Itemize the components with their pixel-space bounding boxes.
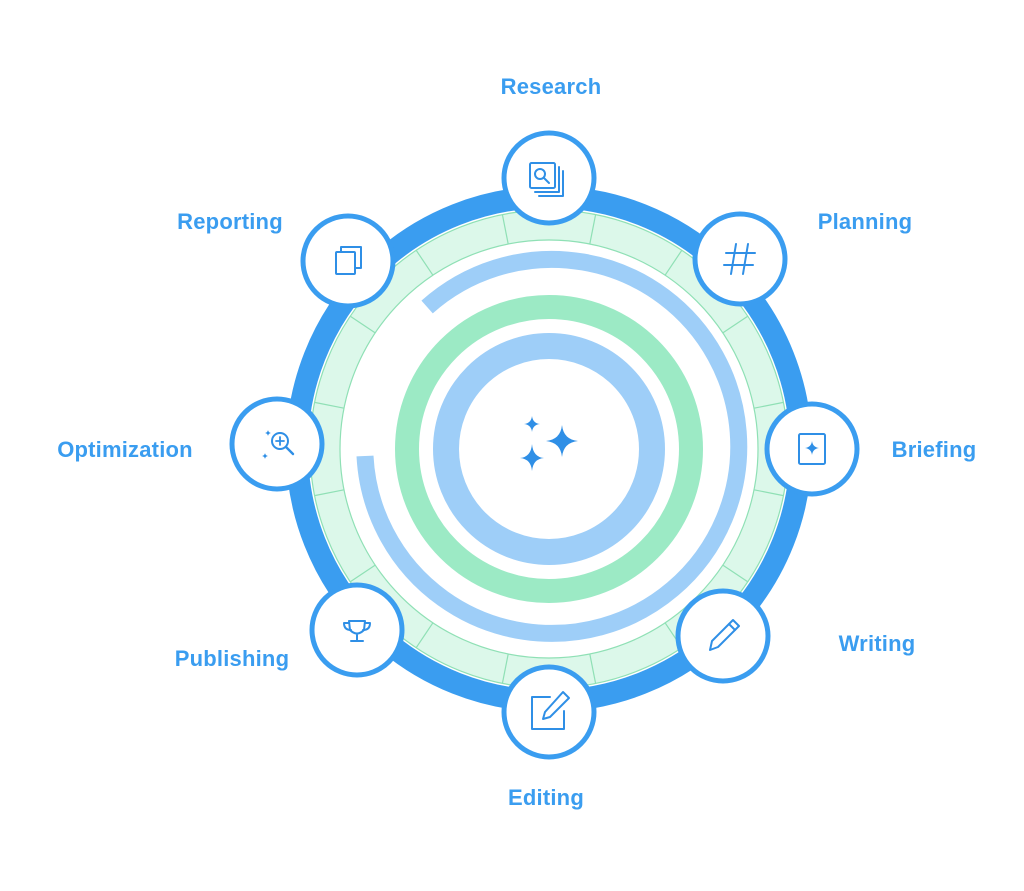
segment-divider [501,214,509,245]
stage-label-briefing: Briefing [891,437,977,462]
segment-divider [753,489,784,497]
stage-label-publishing: Publishing [174,646,290,671]
green-ring [395,295,703,603]
segment-divider [415,622,434,649]
stage-node-publishing[interactable] [309,582,405,678]
stage-label-optimization: Optimization [57,437,193,462]
trophy-icon [343,620,371,642]
segment-divider [589,653,597,684]
segment-divider [314,489,345,497]
document-search-icon [529,162,564,197]
stage-nodes [229,130,860,760]
stage-node-planning[interactable] [692,211,788,307]
segment-dividers [314,214,784,684]
brief-card-icon [798,433,826,465]
segment-band-inner-edge [339,239,759,659]
segment-divider [589,214,597,245]
copy-pages-icon [335,246,362,275]
segment-divider [753,401,784,409]
pencil-icon [709,619,740,651]
stage-node-writing[interactable] [675,588,771,684]
magnify-sparkle-icon [262,430,295,459]
stage-label-writing: Writing [838,631,916,656]
segment-divider [722,315,749,334]
stage-label-reporting: Reporting [177,209,283,234]
segment-divider [415,249,434,276]
segment-divider [349,564,376,583]
segment-divider [722,564,749,583]
stage-label-editing: Editing [508,785,584,810]
segment-divider [314,401,345,409]
segment-divider [664,249,683,276]
stage-label-research: Research [500,74,602,99]
segment-divider [501,653,509,684]
stage-node-briefing[interactable] [764,401,860,497]
outer-blue-arc [356,250,748,642]
inner-blue-ring [433,333,665,565]
segment-divider [349,315,376,334]
stage-label-planning: Planning [817,209,913,234]
edit-square-icon [531,691,570,730]
sparkles-icon [520,416,578,471]
stage-node-editing[interactable] [501,664,597,760]
hashtag-icon [723,243,756,275]
stage-node-research[interactable] [501,130,597,226]
stage-node-reporting[interactable] [300,213,396,309]
stage-node-optimization[interactable] [229,396,325,492]
